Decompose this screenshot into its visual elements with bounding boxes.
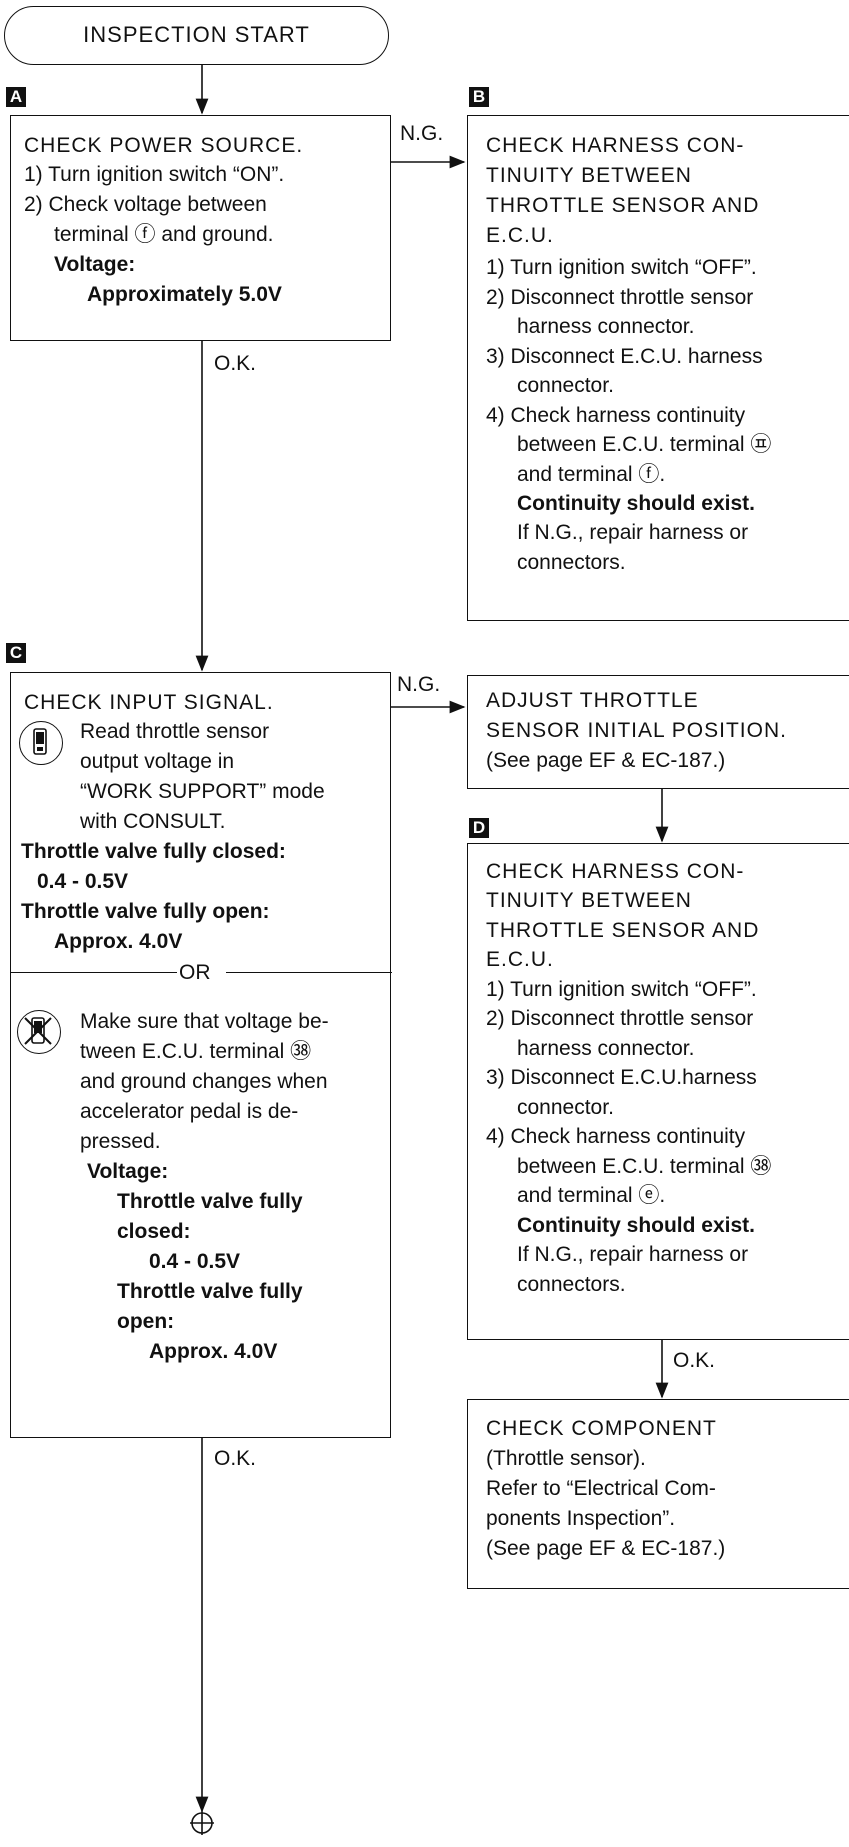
box-c-consult-2: output voltage in — [80, 750, 235, 773]
box-d-step-1: 1) Turn ignition switch “OFF”. — [486, 978, 757, 1001]
box-b-title-1: CHECK HARNESS CON- — [486, 134, 745, 157]
or-divider-label: OR — [179, 961, 211, 984]
box-d-step-4b: between E.C.U. terminal ㊳ — [517, 1155, 772, 1178]
box-c-closed-label: Throttle valve fully closed: — [21, 840, 286, 863]
box-a-title: CHECK POWER SOURCE. — [24, 134, 304, 157]
or-divider-left — [10, 972, 177, 973]
box-d-title-2: TINUITY BETWEEN — [486, 889, 692, 912]
box-c-title: CHECK INPUT SIGNAL. — [24, 691, 274, 714]
box-b-step-4: 4) Check harness continuity — [486, 404, 746, 427]
component-line-2: (Throttle sensor). — [486, 1447, 646, 1470]
box-check-harness-d: CHECK HARNESS CON- TINUITY BETWEEN THROT… — [467, 843, 849, 1340]
box-d-step-2: 2) Disconnect throttle sensor — [486, 1007, 754, 1030]
box-b-title-4: E.C.U. — [486, 224, 554, 247]
box-a-step-2: 2) Check voltage between — [24, 193, 267, 216]
box-c-manual-closed-value: 0.4 - 0.5V — [149, 1250, 241, 1273]
box-b-step-2: 2) Disconnect throttle sensor — [486, 286, 754, 309]
step-tag-b: B — [469, 87, 489, 107]
box-a-step-1: 1) Turn ignition switch “ON”. — [24, 163, 285, 186]
box-c-manual-open-value: Approx. 4.0V — [149, 1340, 278, 1363]
box-b-repair-2: connectors. — [517, 551, 626, 574]
edge-label-ok-c-down: O.K. — [214, 1447, 257, 1470]
adjust-line-2: SENSOR INITIAL POSITION. — [486, 719, 787, 742]
box-c-open-label: Throttle valve fully open: — [21, 900, 270, 923]
box-d-step-3: 3) Disconnect E.C.U.harness — [486, 1066, 757, 1089]
box-d-title-1: CHECK HARNESS CON- — [486, 860, 745, 883]
box-d-step-4: 4) Check harness continuity — [486, 1125, 746, 1148]
box-d-step-3b: connector. — [517, 1096, 614, 1119]
box-c-manual-1: Make sure that voltage be- — [80, 1010, 329, 1033]
box-c-manual-5: pressed. — [80, 1130, 161, 1153]
consult-icon — [19, 721, 63, 765]
box-c-manual-open-1: Throttle valve fully — [117, 1280, 303, 1303]
box-b-repair-1: If N.G., repair harness or — [517, 521, 749, 544]
box-d-title-3: THROTTLE SENSOR AND — [486, 919, 760, 942]
step-tag-c: C — [6, 643, 26, 663]
no-consult-icon — [17, 1010, 61, 1054]
box-d-title-4: E.C.U. — [486, 948, 554, 971]
box-c-manual-closed-1: Throttle valve fully — [117, 1190, 303, 1213]
box-c-manual-2: tween E.C.U. terminal ㊳ — [80, 1040, 312, 1063]
box-a-voltage-label: Voltage: — [54, 253, 136, 276]
box-d-repair-1: If N.G., repair harness or — [517, 1243, 749, 1266]
box-c-consult-4: with CONSULT. — [80, 810, 226, 833]
edge-label-ok-a-c: O.K. — [214, 352, 257, 375]
component-line-1: CHECK COMPONENT — [486, 1417, 717, 1440]
component-line-4: ponents Inspection”. — [486, 1507, 676, 1530]
box-b-step-2b: harness connector. — [517, 315, 695, 338]
inspection-start-label: INSPECTION START — [83, 22, 310, 47]
box-b-continuity: Continuity should exist. — [517, 492, 756, 515]
box-c-consult-3: “WORK SUPPORT” mode — [80, 780, 325, 803]
box-check-harness-b: CHECK HARNESS CON- TINUITY BETWEEN THROT… — [467, 115, 849, 621]
box-c-manual-4: accelerator pedal is de- — [80, 1100, 299, 1123]
box-b-step-3: 3) Disconnect E.C.U. harness — [486, 345, 763, 368]
box-c-manual-voltage: Voltage: — [87, 1160, 169, 1183]
box-a-voltage-value: Approximately 5.0V — [87, 283, 282, 306]
box-b-step-3b: connector. — [517, 374, 614, 397]
box-check-component: CHECK COMPONENT (Throttle sensor). Refer… — [467, 1399, 849, 1589]
box-a-step-2b: terminal ⓕ and ground. — [54, 223, 274, 246]
edge-label-ng-c-adjust: N.G. — [397, 673, 441, 696]
box-d-repair-2: connectors. — [517, 1273, 626, 1296]
box-b-step-4b: between E.C.U. terminal ㉬ — [517, 433, 772, 456]
box-adjust-throttle: ADJUST THROTTLE SENSOR INITIAL POSITION.… — [467, 675, 849, 789]
box-c-manual-3: and ground changes when — [80, 1070, 328, 1093]
component-line-3: Refer to “Electrical Com- — [486, 1477, 716, 1500]
edge-label-ng-a-b: N.G. — [400, 122, 444, 145]
component-line-5: (See page EF & EC-187.) — [486, 1537, 726, 1560]
box-c-consult-1: Read throttle sensor — [80, 720, 270, 743]
step-tag-a: A — [6, 87, 26, 107]
edge-label-ok-d-component: O.K. — [673, 1349, 716, 1372]
box-check-input-signal: CHECK INPUT SIGNAL. Read throttle sensor… — [10, 672, 392, 1438]
box-d-step-4c: and terminal ⓔ. — [517, 1184, 666, 1207]
box-c-closed-value: 0.4 - 0.5V — [37, 870, 129, 893]
or-divider-right — [226, 972, 392, 973]
box-d-step-2b: harness connector. — [517, 1037, 695, 1060]
inspection-start-node: INSPECTION START — [4, 6, 389, 65]
box-b-title-3: THROTTLE SENSOR AND — [486, 194, 760, 217]
adjust-line-1: ADJUST THROTTLE — [486, 689, 699, 712]
box-c-open-value: Approx. 4.0V — [54, 930, 183, 953]
step-tag-d: D — [469, 818, 489, 838]
box-c-manual-closed-2: closed: — [117, 1220, 191, 1243]
box-d-continuity: Continuity should exist. — [517, 1214, 756, 1237]
box-b-step-4c: and terminal ⓕ. — [517, 463, 666, 486]
adjust-line-3: (See page EF & EC-187.) — [486, 749, 726, 772]
box-b-title-2: TINUITY BETWEEN — [486, 164, 692, 187]
box-check-power-source: CHECK POWER SOURCE. 1) Turn ignition swi… — [10, 115, 391, 341]
box-c-manual-open-2: open: — [117, 1310, 175, 1333]
box-b-step-1: 1) Turn ignition switch “OFF”. — [486, 256, 757, 279]
